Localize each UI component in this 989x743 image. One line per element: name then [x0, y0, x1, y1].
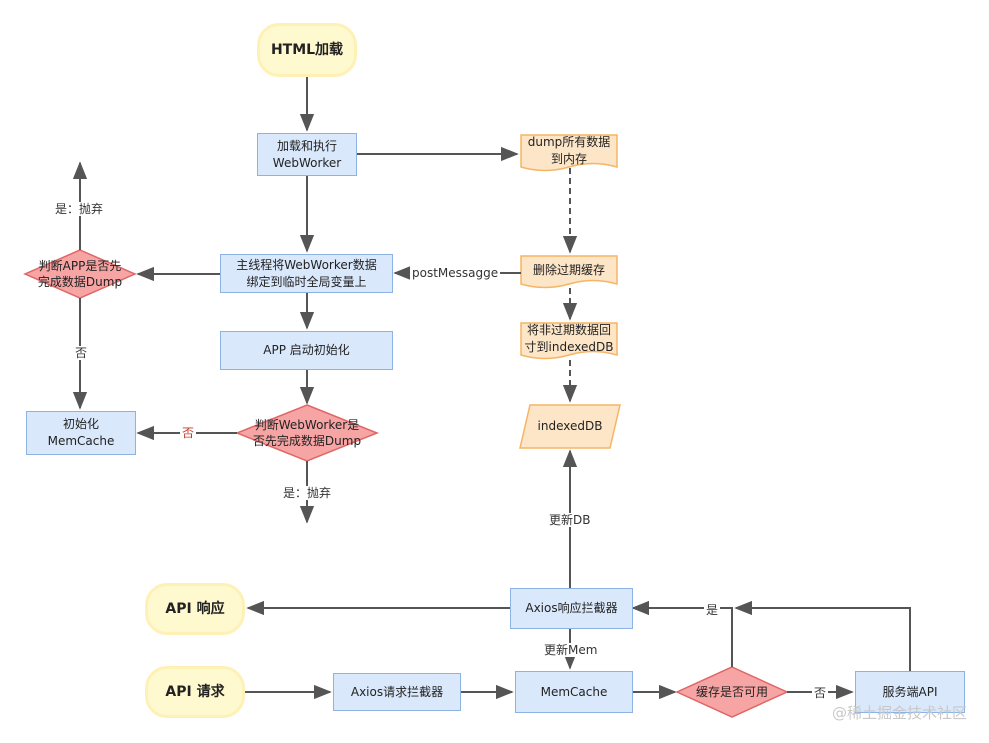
- api-request-terminal: API 请求: [145, 666, 245, 718]
- check-app-dump-label: 判断APP是否先 完成数据Dump: [37, 259, 123, 289]
- edge-cache-yes: [631, 600, 733, 667]
- edge-label-yes-discard-bottom: 是：抛弃: [281, 486, 334, 500]
- doc-shape-writeback: [520, 322, 618, 360]
- axios-response-box: Axios响应拦截器: [510, 588, 633, 629]
- api-response-terminal: API 响应: [145, 583, 245, 635]
- edge-label-yes-discard-top: 是：抛弃: [53, 202, 106, 216]
- axios-request-box: Axios请求拦截器: [333, 673, 461, 711]
- edge-label-no-cache: 否: [812, 686, 829, 700]
- edge-label-update-mem: 更新Mem: [542, 643, 600, 657]
- app-init-box: APP 启动初始化: [220, 331, 393, 370]
- init-memcache-box: 初始化 MemCache: [26, 411, 136, 455]
- delete-expired-doc: 删除过期缓存: [532, 262, 605, 277]
- doc-shape-delete: [520, 255, 618, 289]
- edge-label-no-red: 否: [180, 426, 197, 440]
- edge-label-update-db: 更新DB: [547, 513, 593, 527]
- server-api-box: 服务端API: [855, 671, 965, 713]
- cache-usable-label: 缓存是否可用: [695, 685, 768, 699]
- edge-server-to-resp: [734, 600, 911, 671]
- html-load-terminal: HTML加载: [257, 23, 357, 77]
- load-worker-box: 加载和执行 WebWorker: [257, 133, 357, 176]
- edge-label-yes-cache: 是: [704, 603, 721, 617]
- decision-shape-cache-usable: [675, 666, 789, 718]
- check-worker-dump-label: 判断WebWorker是 否先完成数据Dump: [252, 418, 362, 448]
- write-back-doc: 将非过期数据回 寸到indexedDB: [524, 323, 614, 354]
- edge-label-postmessage: postMessagge: [410, 266, 501, 280]
- indexeddb-data: indexedDB: [537, 419, 603, 433]
- watermark: @稀土掘金技术社区: [831, 704, 967, 722]
- data-shape-indexeddb: [519, 404, 621, 449]
- dump-all-doc: dump所有数据 到内存: [527, 135, 611, 166]
- edge-label-no-left: 否: [73, 346, 90, 360]
- doc-shape-dump: [520, 134, 618, 172]
- memcache-box: MemCache: [515, 671, 633, 713]
- bind-main-box: 主线程将WebWorker数据 绑定到临时全局变量上: [220, 254, 393, 293]
